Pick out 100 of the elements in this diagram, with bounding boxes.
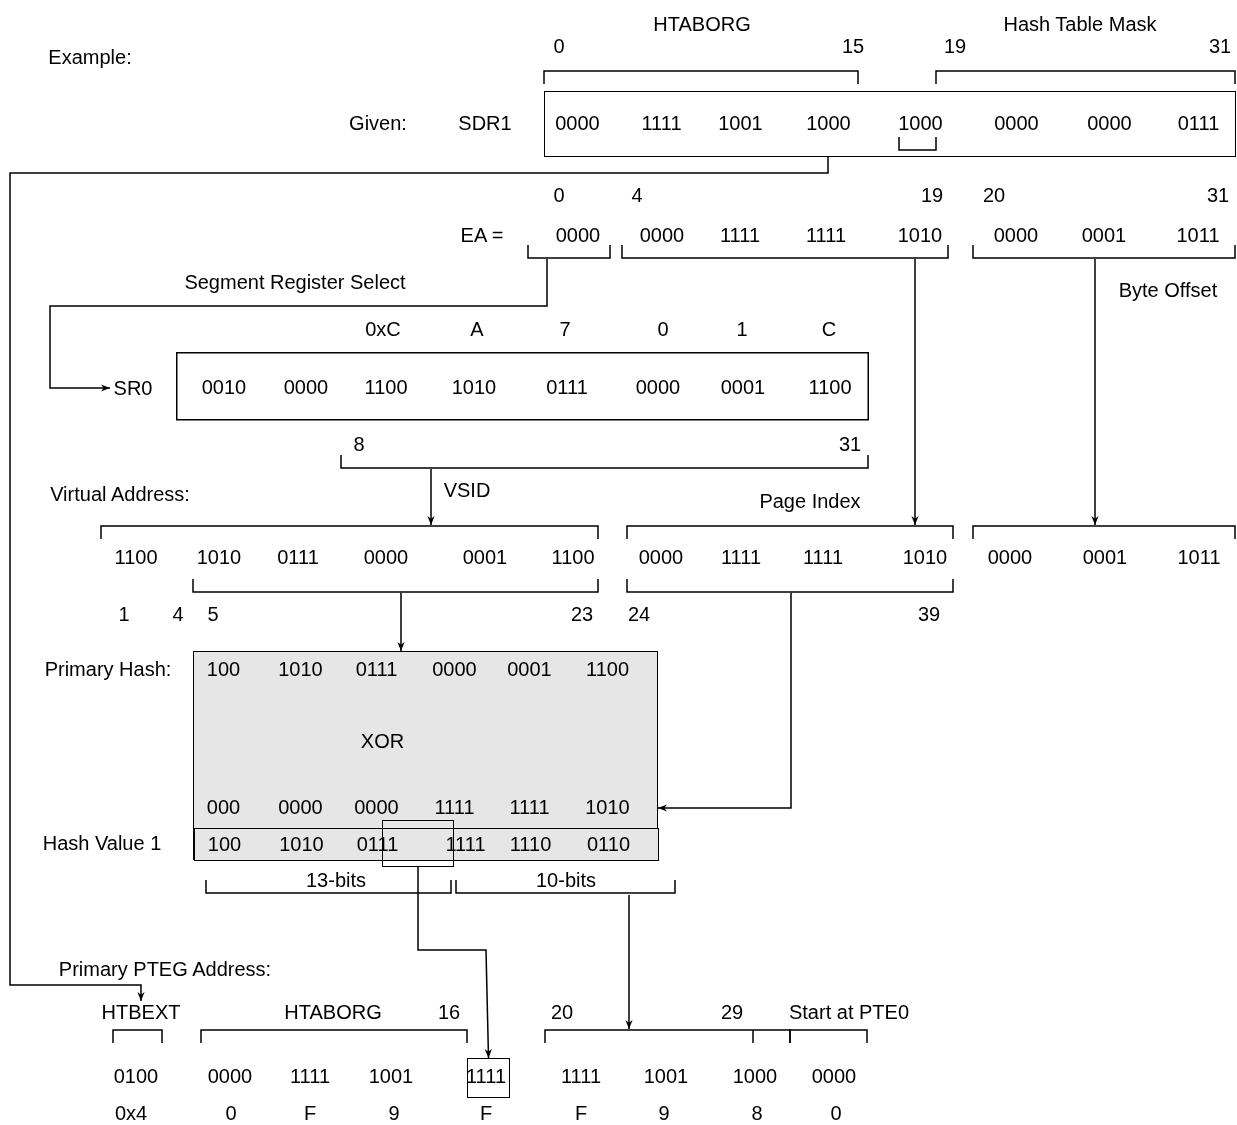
arrow bbox=[49, 258, 548, 392]
bit-value: 0001 bbox=[1082, 546, 1128, 568]
register-box bbox=[544, 91, 1236, 157]
bit-number: 23 bbox=[570, 603, 594, 625]
hash-box bbox=[193, 651, 658, 860]
bit-value: 0000 bbox=[278, 795, 323, 818]
bit-value: 0111 bbox=[546, 376, 588, 398]
bit-number: 4 bbox=[172, 603, 184, 625]
text-label: 1 bbox=[736, 318, 748, 340]
text-label: HTABORG bbox=[653, 13, 751, 35]
text-label: SDR1 bbox=[458, 112, 512, 134]
bit-value: 0110 bbox=[587, 832, 630, 855]
bit-value: 1111 bbox=[720, 224, 760, 246]
bit-value: 1100 bbox=[586, 657, 629, 680]
bit-number: 19 bbox=[943, 35, 967, 57]
bit-value: 0000 bbox=[994, 111, 1039, 134]
text-label: 1111 bbox=[466, 1065, 506, 1087]
text-label: A bbox=[470, 318, 484, 340]
selection-box bbox=[467, 1058, 510, 1098]
text-label: F bbox=[574, 1102, 588, 1124]
arrow bbox=[9, 156, 829, 1002]
text-label: 9 bbox=[388, 1102, 400, 1124]
bit-value: 1010 bbox=[278, 657, 323, 680]
bit-number: 29 bbox=[720, 1001, 744, 1023]
text-label: 0x4 bbox=[114, 1102, 148, 1124]
bit-value: 0001 bbox=[1081, 224, 1127, 246]
bit-value: 0001 bbox=[462, 546, 508, 568]
text-label: Start at PTE0 bbox=[788, 1001, 910, 1023]
bit-value: 1100 bbox=[808, 376, 852, 398]
bit-number: 20 bbox=[982, 184, 1006, 206]
bit-value: 0000 bbox=[354, 795, 399, 818]
field-caption: Page Index bbox=[759, 490, 861, 512]
arrow bbox=[911, 258, 919, 526]
bit-number: 31 bbox=[1206, 184, 1230, 206]
bit-value: 1010 bbox=[196, 546, 242, 568]
bit-value: 100 bbox=[207, 832, 242, 855]
bit-value: 0000 bbox=[639, 224, 685, 246]
bit-number: 8 bbox=[353, 433, 365, 455]
bit-value: 0000 bbox=[635, 376, 681, 398]
text-label: Hash Table Mask bbox=[1003, 13, 1157, 35]
bit-value: 0000 bbox=[363, 546, 409, 568]
bit-value: 1001 bbox=[718, 111, 763, 134]
bit-value: 0010 bbox=[201, 376, 247, 398]
text-label: 0xC bbox=[365, 318, 401, 340]
text-label: 0000 bbox=[811, 1065, 857, 1087]
bit-number: 5 bbox=[207, 603, 219, 625]
arrow bbox=[427, 468, 435, 526]
arrow bbox=[1091, 258, 1099, 526]
hash-value-row bbox=[194, 828, 659, 861]
text-label: Primary PTEG Address: bbox=[58, 958, 272, 980]
bit-value: 1010 bbox=[897, 224, 943, 246]
bit-number: 20 bbox=[550, 1001, 574, 1023]
bit-value: 1010 bbox=[279, 832, 324, 855]
text-label: 0 bbox=[657, 318, 669, 340]
field-label: 10-bits bbox=[536, 869, 596, 891]
bit-number: 24 bbox=[627, 603, 651, 625]
text-label: 0 bbox=[830, 1102, 842, 1124]
bit-value: 1011 bbox=[1176, 224, 1220, 246]
bit-number: 0 bbox=[553, 35, 565, 57]
bit-number: 39 bbox=[917, 603, 941, 625]
bit-value: 0000 bbox=[555, 224, 601, 246]
bit-value: 000 bbox=[206, 795, 241, 818]
bit-value: 1110 bbox=[509, 832, 552, 855]
bit-number: 19 bbox=[920, 184, 944, 206]
bit-value: 1010 bbox=[902, 546, 948, 568]
text-label: 1001 bbox=[368, 1065, 414, 1087]
bit-value: 1010 bbox=[451, 376, 497, 398]
bit-value: 0111 bbox=[355, 657, 398, 680]
bit-value: 1001 bbox=[643, 1065, 689, 1087]
bit-value: 1011 bbox=[1177, 546, 1221, 568]
text-label: Given: bbox=[349, 112, 407, 134]
bit-value: 1000 bbox=[806, 111, 851, 134]
bit-value: 1111 bbox=[561, 1065, 601, 1087]
bit-value: 0000 bbox=[432, 657, 477, 680]
text-label: C bbox=[821, 318, 837, 340]
bit-value: 1111 bbox=[434, 795, 475, 818]
bit-number: 0 bbox=[553, 184, 565, 206]
text-label: F bbox=[303, 1102, 317, 1124]
bit-value: 0111 bbox=[277, 546, 319, 568]
text-label: 9 bbox=[658, 1102, 670, 1124]
bit-value: 1111 bbox=[641, 111, 682, 134]
bit-value: 0000 bbox=[987, 546, 1033, 568]
text-label: 0000 bbox=[207, 1065, 253, 1087]
bit-value: 1100 bbox=[114, 546, 158, 568]
field-label: SR0 bbox=[113, 377, 153, 399]
bit-value: 0111 bbox=[1177, 111, 1220, 134]
bit-value: 0000 bbox=[993, 224, 1039, 246]
text-label: 1111 bbox=[290, 1065, 330, 1087]
bit-value: 1111 bbox=[803, 546, 843, 568]
bit-number: 4 bbox=[631, 184, 643, 206]
bit-value: 0001 bbox=[720, 376, 766, 398]
bit-value: 0000 bbox=[1087, 111, 1132, 134]
bit-value: 0001 bbox=[507, 657, 552, 680]
bit-number: 31 bbox=[838, 433, 862, 455]
bit-value: 1111 bbox=[721, 546, 761, 568]
text-label: 0 bbox=[225, 1102, 237, 1124]
text-label: 7 bbox=[559, 318, 571, 340]
bit-number: 15 bbox=[841, 35, 865, 57]
field-label: HTBEXT bbox=[101, 1001, 181, 1023]
bit-value: 1111 bbox=[509, 795, 550, 818]
